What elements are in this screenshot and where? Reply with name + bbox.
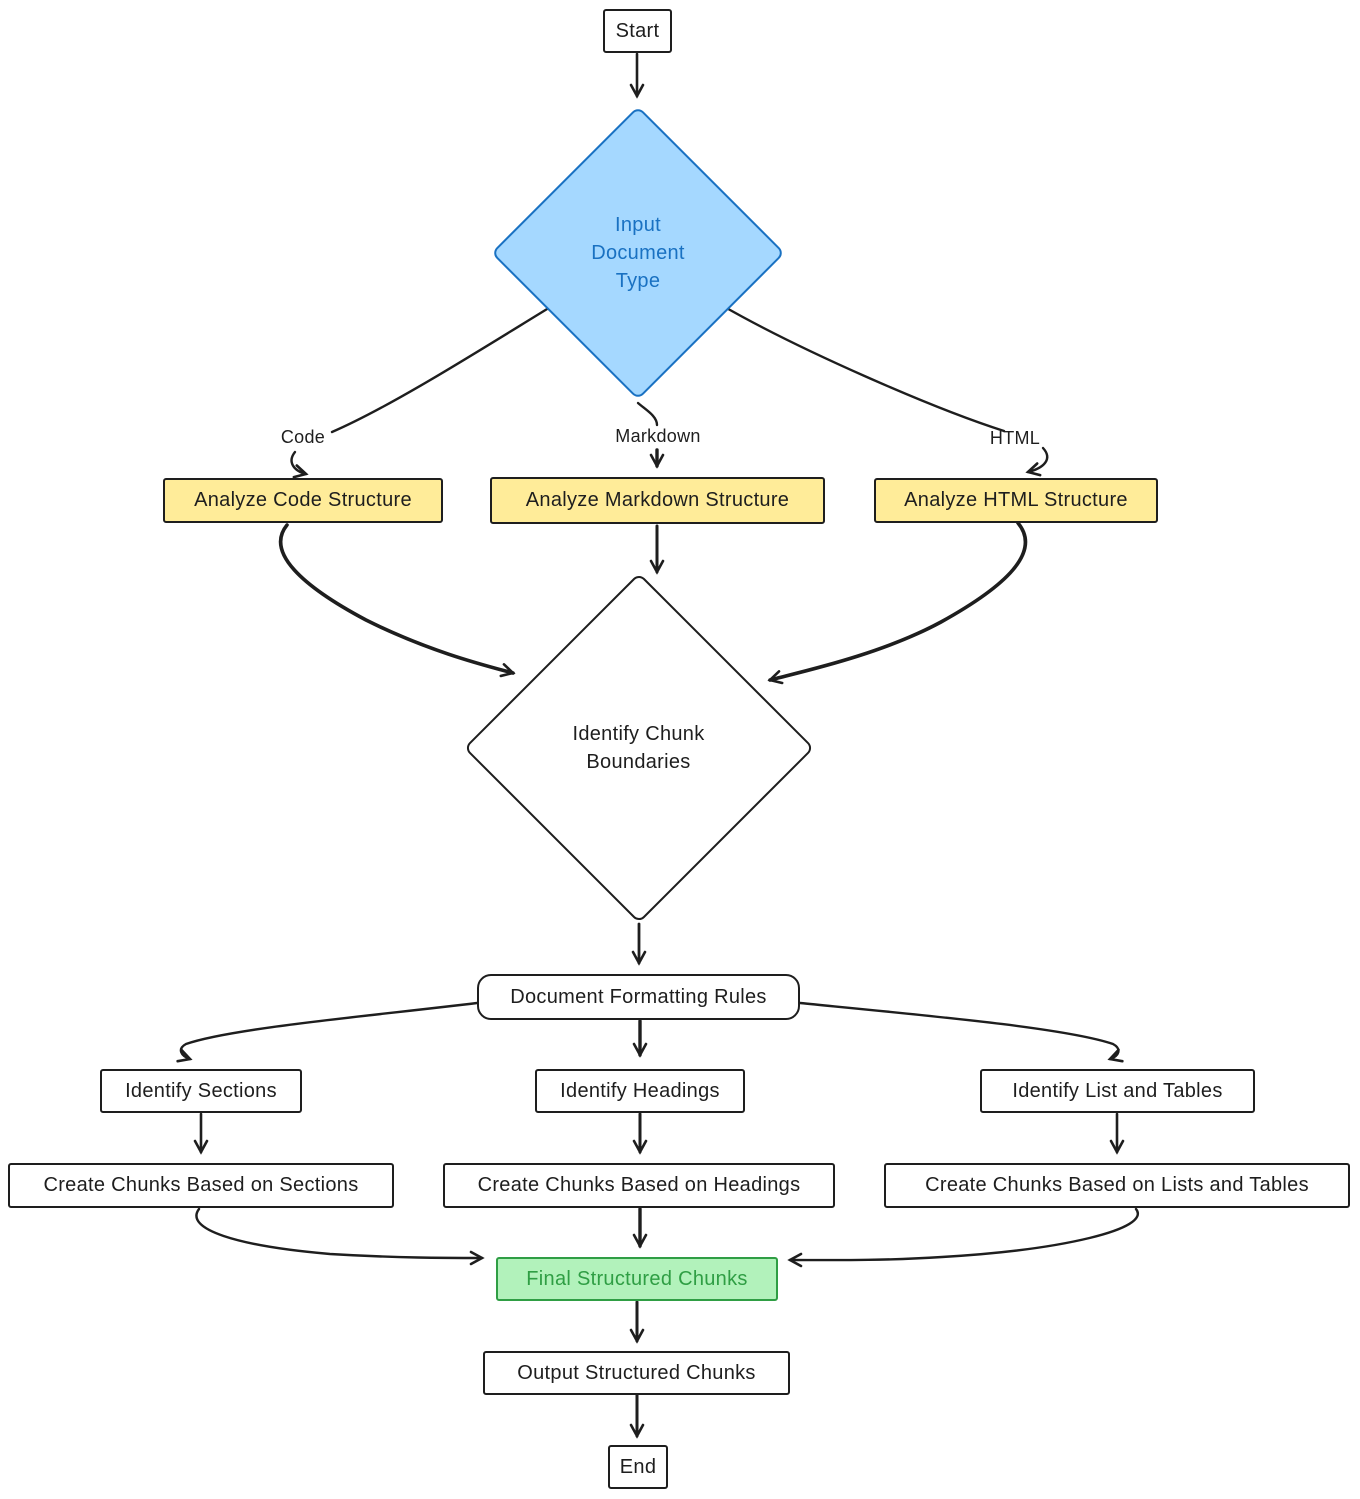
node-create-chunks-sections-label: Create Chunks Based on Sections [43, 1174, 359, 1196]
node-identify-chunk-boundaries-label: Identify Chunk Boundaries [572, 723, 705, 773]
edge-create-sections-to-final [195, 1207, 485, 1266]
node-document-formatting-rules-label: Document Formatting Rules [510, 985, 767, 1008]
edge-input-type-to-code-label [330, 304, 554, 434]
node-identify-headings: Identify Headings [535, 1069, 745, 1113]
node-analyze-html-structure: Analyze HTML Structure [874, 478, 1158, 523]
edge-input-type-to-html-label [721, 304, 1006, 433]
node-analyze-markdown-structure-label: Analyze Markdown Structure [525, 489, 790, 511]
node-final-structured-chunks-label: Final Structured Chunks [526, 1267, 748, 1290]
edge-label-markdown: Markdown [615, 426, 701, 446]
node-final-structured-chunks: Final Structured Chunks [496, 1257, 778, 1301]
edge-label-code: Code [280, 427, 326, 447]
edge-create-lists-to-final [787, 1207, 1139, 1268]
node-identify-headings-label: Identify Headings [560, 1079, 720, 1102]
node-identify-sections-label: Identify Sections [125, 1079, 277, 1102]
node-start-label: Start [615, 19, 660, 42]
node-identify-list-and-tables-label: Identify List and Tables [1012, 1079, 1223, 1102]
node-identify-chunk-boundaries: Identify Chunk Boundaries [462, 572, 815, 924]
node-create-chunks-headings: Create Chunks Based on Headings [443, 1163, 835, 1208]
edge-input-type-to-markdown-label [636, 401, 659, 427]
node-output-structured-chunks: Output Structured Chunks [483, 1351, 790, 1395]
node-analyze-markdown-structure: Analyze Markdown Structure [490, 477, 825, 524]
node-input-document-type-label: Input Document Type [591, 214, 685, 292]
node-identify-sections: Identify Sections [100, 1069, 302, 1113]
node-identify-list-and-tables: Identify List and Tables [980, 1069, 1255, 1113]
node-document-formatting-rules: Document Formatting Rules [477, 974, 800, 1020]
edge-analyze-html-to-boundaries [767, 521, 1028, 685]
node-end: End [608, 1445, 668, 1489]
edge-code-label-hook [290, 450, 309, 479]
node-end-label: End [619, 1455, 657, 1478]
edge-label-html: HTML [989, 428, 1041, 448]
node-input-document-type: Input Document Type [490, 105, 786, 401]
node-output-structured-chunks-label: Output Structured Chunks [517, 1361, 756, 1384]
node-create-chunks-sections: Create Chunks Based on Sections [8, 1163, 394, 1208]
node-analyze-code-structure-label: Analyze Code Structure [194, 489, 412, 511]
node-create-chunks-headings-label: Create Chunks Based on Headings [477, 1174, 801, 1196]
edge-rules-to-identify-lists [798, 1001, 1124, 1063]
node-analyze-html-structure-label: Analyze HTML Structure [904, 489, 1128, 511]
node-create-chunks-lists-tables: Create Chunks Based on Lists and Tables [884, 1163, 1350, 1208]
node-create-chunks-lists-tables-label: Create Chunks Based on Lists and Tables [925, 1174, 1309, 1196]
edge-analyze-code-to-boundaries [279, 523, 516, 678]
edge-rules-to-identify-sections [176, 1001, 479, 1063]
node-start: Start [603, 9, 672, 53]
node-analyze-code-structure: Analyze Code Structure [163, 478, 443, 523]
edge-html-label-hook [1025, 446, 1049, 477]
